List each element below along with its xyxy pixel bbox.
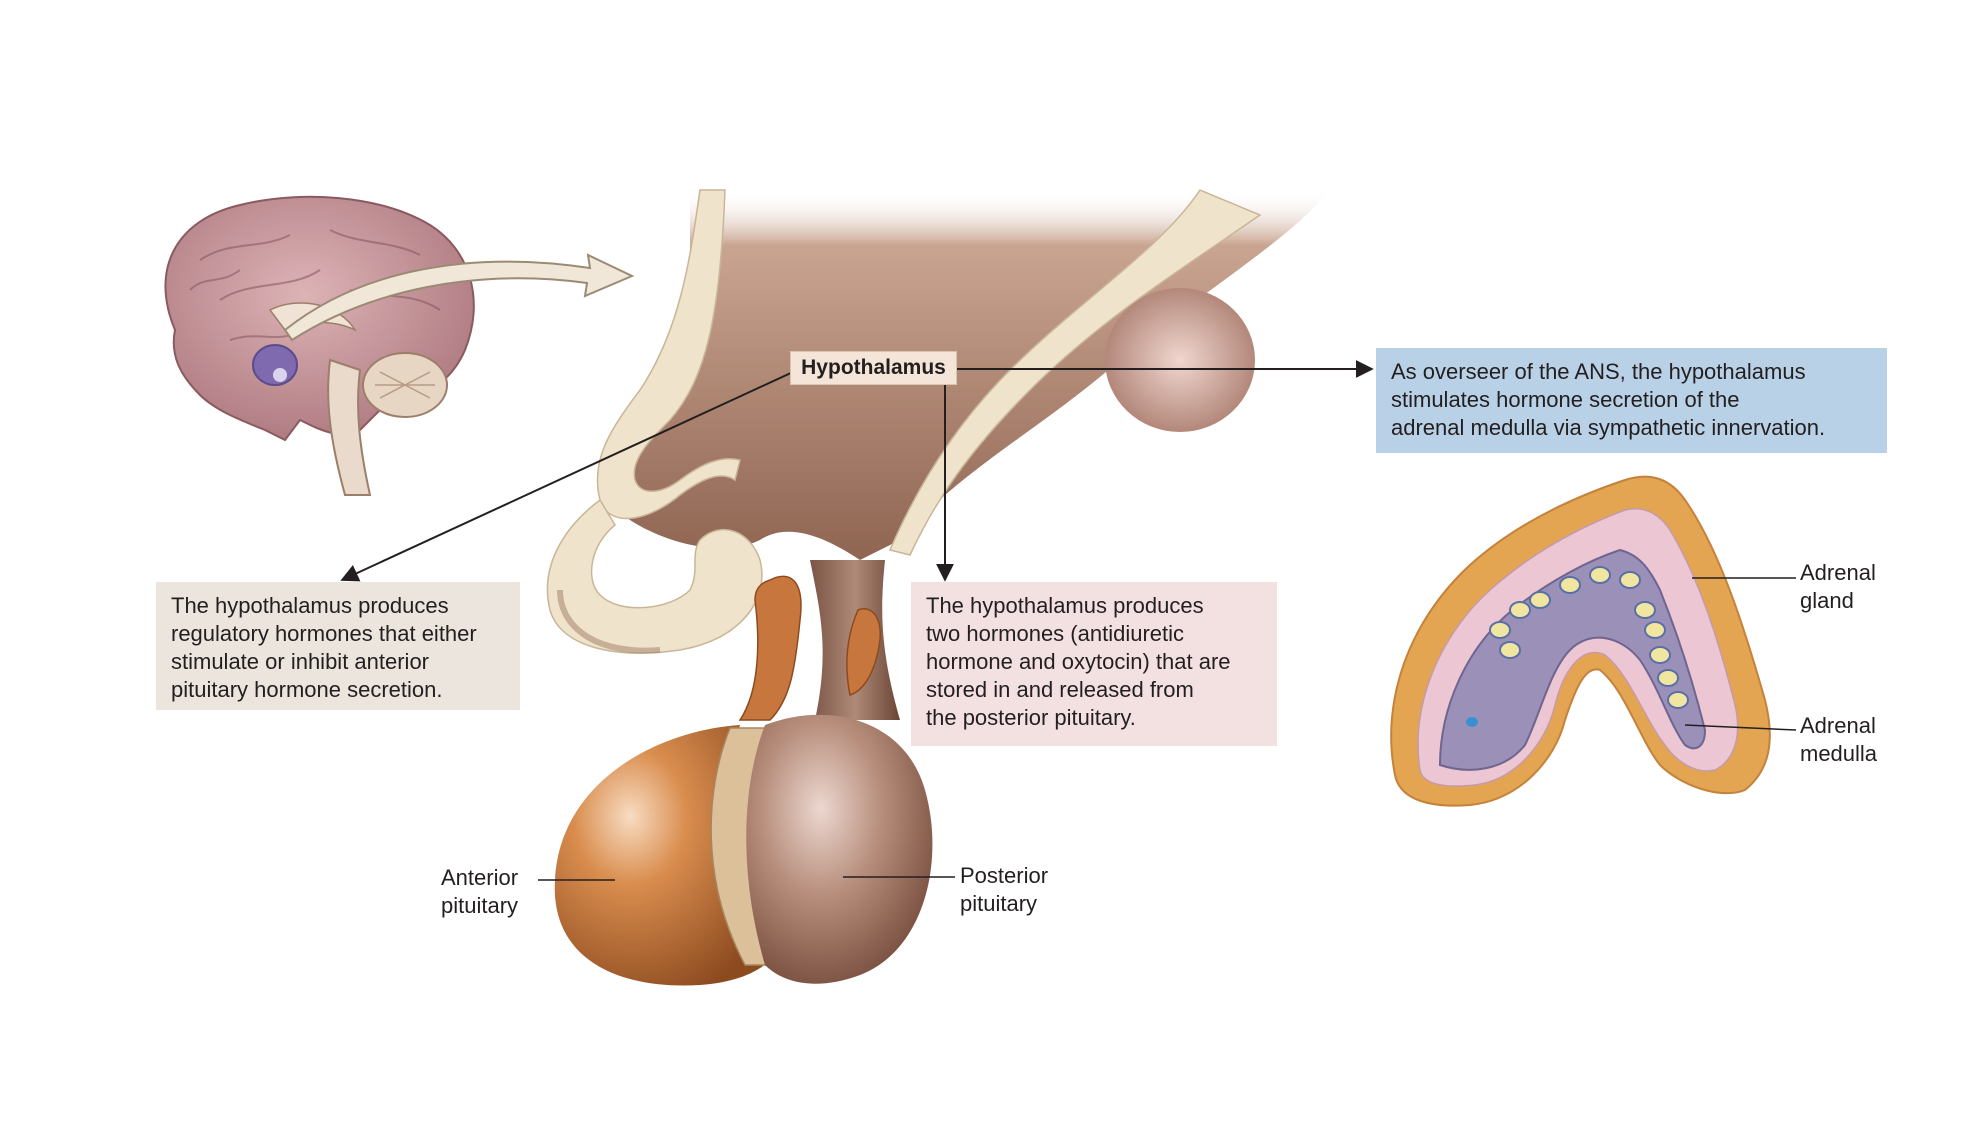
label-posterior-pituitary: Posterior pituitary [960, 863, 1049, 916]
callout-posterior-hormones: The hypothalamus produces two hormones (… [911, 582, 1277, 746]
posterior-pituitary-lobe [746, 714, 933, 984]
hypothalamus-illustration [546, 189, 1330, 654]
label-adrenal-medulla: Adrenal medulla [1800, 713, 1878, 766]
callout-arrows [340, 360, 1374, 582]
brainstem [327, 358, 372, 496]
callout-anterior-regulation: The hypothalamus produces regulatory hor… [156, 582, 520, 710]
zoom-arrow [283, 253, 635, 342]
pituitary-illustration [554, 560, 933, 986]
label-adrenal-gland: Adrenal gland [1800, 560, 1876, 613]
hypothalamus-label: Hypothalamus [790, 351, 957, 385]
mammillary-body [1105, 288, 1255, 432]
leader-lines [538, 577, 1797, 881]
label-anterior-pituitary: Anterior pituitary [441, 865, 519, 918]
callout-ans-overseer: As overseer of the ANS, the hypothalamus… [1376, 348, 1887, 453]
adrenal-gland-illustration [1390, 475, 1771, 807]
brain-sagittal-illustration [164, 195, 475, 496]
pars-tuberalis [738, 575, 802, 721]
